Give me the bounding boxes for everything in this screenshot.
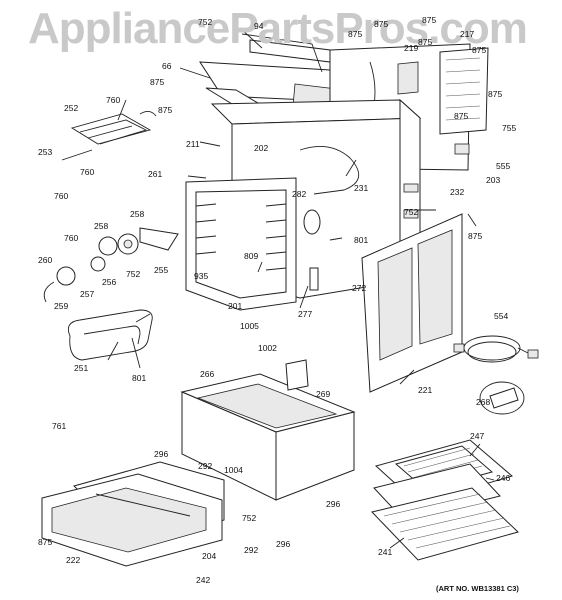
callout: 755	[502, 123, 517, 133]
callout: 256	[102, 277, 117, 287]
callout: 247	[470, 431, 485, 441]
storage-drawer	[41, 461, 225, 567]
callout: 1005	[240, 321, 259, 331]
callout: 259	[54, 301, 69, 311]
callout: 875	[422, 15, 437, 25]
callout: 204	[202, 551, 217, 561]
door-frame	[185, 177, 297, 311]
callout: 292	[198, 461, 213, 471]
callout: 242	[196, 575, 211, 585]
callout: 760	[106, 95, 121, 105]
leader-lines	[107, 27, 495, 549]
callout: 232	[450, 187, 465, 197]
watermark: AppliancePartsPros.com	[28, 4, 528, 53]
callout: 253	[38, 147, 53, 157]
callout: 1004	[224, 465, 243, 475]
callout: 875	[150, 77, 165, 87]
callout: 251	[74, 363, 89, 373]
callout: 255	[154, 265, 169, 275]
callout: 935	[194, 271, 209, 281]
callout: 217	[460, 29, 475, 39]
callout: 752	[242, 513, 257, 523]
callout: 261	[148, 169, 163, 179]
callout: 201	[228, 301, 243, 311]
callout: 752	[126, 269, 141, 279]
callout: 258	[94, 221, 109, 231]
callout: 94	[254, 21, 264, 31]
broil-element	[61, 111, 157, 161]
drawer-support	[180, 359, 356, 501]
callout: 801	[354, 235, 369, 245]
callout: 875	[488, 89, 503, 99]
callout: 203	[486, 175, 501, 185]
callout: 554	[494, 311, 509, 321]
callout: 219	[404, 43, 419, 53]
callout: 246	[496, 473, 511, 483]
callout: 296	[276, 539, 291, 549]
callout: 282	[292, 189, 307, 199]
callout: 752	[198, 17, 213, 27]
terminal-block	[479, 381, 525, 415]
oven-rack	[371, 487, 519, 561]
callout: 555	[496, 161, 511, 171]
control-parts	[43, 227, 179, 303]
callout: 875	[418, 37, 433, 47]
callout: 231	[354, 183, 369, 193]
side-panel	[361, 213, 463, 393]
callout: 260	[38, 255, 53, 265]
callout: 257	[80, 289, 95, 299]
callout: 222	[66, 555, 81, 565]
callout: 269	[316, 389, 331, 399]
callout: 760	[54, 191, 69, 201]
callout: 761	[52, 421, 67, 431]
callout: 296	[326, 499, 341, 509]
callout: 252	[64, 103, 79, 113]
callout: 801	[132, 373, 147, 383]
callout: 875	[454, 111, 469, 121]
callout: 221	[418, 385, 433, 395]
callout: 258	[130, 209, 145, 219]
callout: 752	[404, 207, 419, 217]
callout: 875	[38, 537, 53, 547]
callout: 66	[162, 61, 172, 71]
callout: 760	[64, 233, 79, 243]
callout: 1002	[258, 343, 277, 353]
callout: 266	[200, 369, 215, 379]
callout: 875	[158, 105, 173, 115]
callout: 875	[348, 29, 363, 39]
callout: 809	[244, 251, 259, 261]
callout: 875	[374, 19, 389, 29]
callout: 292	[244, 545, 259, 555]
callout: 272	[352, 283, 367, 293]
callout: 211	[186, 139, 200, 149]
callout: 760	[80, 167, 95, 177]
callout: 241	[378, 547, 393, 557]
power-cord	[453, 335, 539, 363]
callout: 296	[154, 449, 169, 459]
bake-element	[67, 309, 153, 361]
callout: 277	[298, 309, 313, 319]
callout: 202	[254, 143, 269, 153]
callout: 875	[472, 45, 487, 55]
callout: 268	[476, 397, 491, 407]
art-number: (ART NO. WB13381 C3)	[436, 584, 519, 593]
callout: 875	[468, 231, 483, 241]
